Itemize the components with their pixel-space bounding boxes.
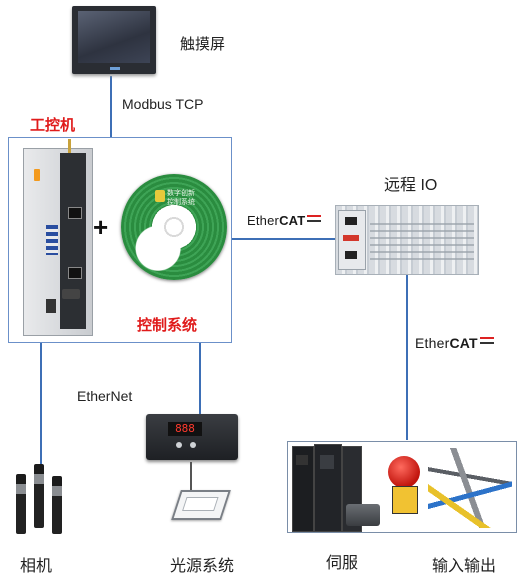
io-cables-icon	[428, 448, 512, 528]
ethercat-logo-vertical: EtherCAT	[415, 335, 496, 351]
light-controller-knob-2	[190, 442, 196, 448]
ethercat-suffix: CAT	[279, 213, 306, 228]
remote-io-terminals	[370, 220, 474, 260]
servo-motor	[346, 504, 380, 526]
ipc-to-light-line	[199, 342, 201, 414]
remote-io-ethernet-port-2	[345, 251, 357, 259]
ipc-to-camera-line	[40, 342, 42, 464]
servo-drive-2	[314, 444, 342, 532]
touchscreen-display	[78, 11, 150, 63]
touchscreen-label: 触摸屏	[180, 36, 226, 53]
disc-text-line2: 控制系统	[167, 199, 195, 206]
software-disc: 数字创新 控制系统	[121, 174, 227, 280]
ethercat-prefix: Ether	[247, 213, 280, 228]
modbus-tcp-label: Modbus TCP	[122, 96, 204, 112]
ethercat-suffix-2: CAT	[449, 335, 478, 351]
remote-io-status-led	[343, 235, 359, 241]
ipc-ethernet-port-2	[68, 267, 82, 279]
remote-io-label: 远程 IO	[384, 177, 438, 194]
light-controller-knob-1	[176, 442, 182, 448]
light-controller: 888	[146, 414, 238, 460]
ethernet-label: EtherNet	[77, 388, 133, 404]
remote-io-module	[335, 205, 479, 275]
touchscreen-device	[72, 6, 156, 74]
plus-sign: +	[93, 212, 109, 242]
disc-logo-icon	[155, 190, 165, 202]
camera-2-icon	[34, 464, 44, 528]
remote-io-coupler	[338, 210, 366, 270]
ipc-device	[23, 139, 93, 336]
servo-io-box	[287, 441, 517, 533]
emergency-stop-icon	[388, 456, 420, 488]
ethercat-prefix-2: Ether	[415, 335, 450, 351]
ethercat-arrows-icon	[307, 213, 323, 223]
camera-1-icon	[16, 474, 26, 534]
ipc-orange-button	[34, 169, 40, 181]
emergency-stop-base	[392, 486, 418, 514]
servo-drive-1	[292, 446, 314, 532]
ipc-black-panel	[60, 153, 86, 329]
remote-io-ethernet-port-1	[345, 217, 357, 225]
ipc-ethernet-port-1	[68, 207, 82, 219]
camera-group	[14, 464, 72, 538]
servo-label: 伺服	[326, 555, 359, 572]
ethercat-arrows-icon-2	[479, 335, 496, 345]
light-system-label: 光源系统	[170, 558, 235, 575]
ipc-power-connector	[46, 299, 56, 313]
remote-io-to-servo-line	[406, 274, 408, 440]
light-source-window	[182, 497, 219, 511]
ipc-antenna	[68, 139, 71, 153]
ethercat-logo-horizontal: EtherCAT	[247, 213, 323, 228]
disc-text-line1: 数字创新	[167, 190, 195, 197]
touchscreen-logo	[110, 67, 120, 70]
io-label: 输入输出	[432, 558, 497, 575]
ipc-label: 工控机	[30, 117, 76, 134]
ipc-serial-port	[62, 289, 80, 299]
ipc-control-system-box: + 数字创新 控制系统	[8, 137, 232, 343]
control-system-label: 控制系统	[137, 317, 198, 334]
camera-label: 相机	[20, 558, 53, 575]
camera-3-icon	[52, 476, 62, 534]
ethercat-connection-line	[231, 238, 335, 240]
modbus-connection-line	[110, 76, 112, 138]
light-source	[171, 490, 231, 520]
light-controller-display: 888	[168, 422, 202, 436]
light-source-cable	[190, 462, 192, 490]
ipc-usb-ports	[46, 225, 58, 255]
